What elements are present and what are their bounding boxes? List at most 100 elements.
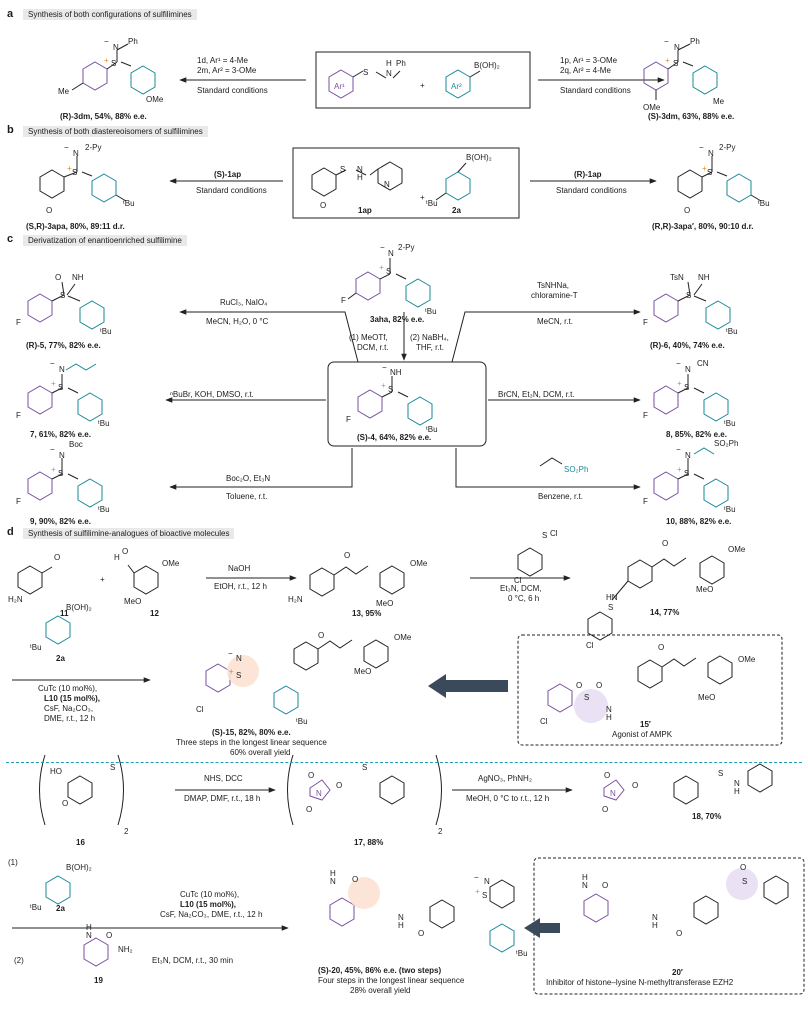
svg-text:O: O [320,201,326,210]
svg-text:+: + [51,465,56,474]
svg-text:MeO: MeO [696,585,713,594]
svg-text:Cl: Cl [550,529,558,538]
c-r9-cond2: Toluene, r.t. [226,492,268,501]
svg-text:+: + [475,887,480,896]
svg-text:HN: HN [606,593,618,602]
d-product-15-3: 60% overall yield [230,748,291,757]
svg-text:ᵗBu: ᵗBu [724,419,736,428]
svg-text:S: S [236,671,241,680]
d-product-20-1: (S)-20, 45%, 86% e.e. (two steps) [318,966,442,975]
svg-text:N: N [610,789,616,798]
d-reagent-2a: 2a [56,654,65,663]
svg-text:SO₂Ph: SO₂Ph [564,465,588,474]
c-center-box [327,361,487,447]
b-right-product: (R,R)-3apa′, 80%, 90:10 d.r. [652,222,754,231]
svg-text:O: O [344,551,350,560]
svg-text:S: S [718,769,723,778]
c-step2b: THF, r.t. [416,343,444,352]
svg-text:ᵗBu: ᵗBu [726,327,738,336]
svg-text:+: + [229,667,234,676]
svg-text:O: O [632,781,638,790]
svg-text:+: + [702,164,707,173]
svg-text:S: S [58,469,63,478]
d-r20-cond4: Et₃N, DCM, r.t., 30 min [152,956,234,965]
svg-text:S: S [673,59,678,68]
svg-text:O: O [106,931,112,940]
svg-text:ᵗBu: ᵗBu [100,327,112,336]
section-a-title: Synthesis of both configurations of sulf… [23,9,197,20]
svg-text:N: N [236,654,242,663]
svg-text:+: + [100,575,105,584]
svg-text:F: F [16,411,21,420]
svg-text:2: 2 [124,827,129,836]
svg-text:S: S [362,763,367,772]
svg-text:N: N [316,789,322,798]
svg-text:S: S [363,68,368,77]
a-left-cond1: 1d, Ar¹ = 4-Me [197,56,248,65]
d-dbox-15p [517,634,783,746]
svg-text:Cl: Cl [540,717,548,726]
d-r20-cond2: L10 (15 mol%), [180,900,237,909]
svg-text:N: N [685,451,691,460]
svg-text:CN: CN [697,359,709,368]
svg-text:F: F [16,497,21,506]
svg-text:H: H [357,173,363,182]
svg-text:O: O [684,206,690,215]
svg-text:Cl: Cl [586,641,594,650]
svg-text:S: S [72,168,77,177]
svg-text:Ph: Ph [128,37,138,46]
svg-text:O: O [596,681,602,690]
d-r18-cond2: MeOH, 0 °C to r.t., 12 h [466,794,550,803]
d-r15-cond4: DME, r.t., 12 h [44,714,96,723]
svg-text:H: H [86,923,92,932]
a-right-cond3: Standard conditions [560,86,631,95]
svg-text:O: O [308,771,314,780]
svg-text:ᵗBu: ᵗBu [426,425,438,434]
a-left-cond2: 2m, Ar² = 3-OMe [197,66,257,75]
b-sm2-label: 2a [452,206,461,215]
svg-text:NH: NH [72,273,84,282]
svg-text:O: O [122,547,128,556]
svg-text:O: O [352,875,358,884]
svg-text:N: N [484,877,490,886]
section-b-letter: b [7,124,14,136]
d-compound-11: 11 [60,609,69,618]
svg-text:ᵗBu: ᵗBu [296,717,308,726]
svg-text:H: H [114,553,120,562]
b-sm1-label: 1ap [358,206,372,215]
svg-text:H: H [386,59,392,68]
d-r15-cond1: CuTc (10 mol%), [38,684,98,693]
d-product-20-2: Four steps in the longest linear sequenc… [318,976,465,985]
section-c-letter: c [7,233,14,245]
c-r8-cond: BrCN, Et₃N, DCM, r.t. [498,390,575,399]
svg-text:S: S [111,59,116,68]
svg-text:MeO: MeO [354,667,371,676]
svg-text:ᵗBu: ᵗBu [98,419,110,428]
svg-text:B(OH)₂: B(OH)₂ [466,153,492,162]
d-product-15-1: (S)-15, 82%, 80% e.e. [212,728,291,737]
svg-text:ᵗBu: ᵗBu [516,949,528,958]
svg-text:O: O [318,631,324,640]
svg-text:H: H [606,713,612,722]
svg-text:S: S [60,291,65,300]
svg-text:Cl: Cl [514,576,522,585]
section-divider [6,762,802,763]
d-r17-cond1: NHS, DCC [204,774,243,783]
d-compound-15p-desc: Agonist of AMPK [612,730,673,739]
d-step1: (1) [8,858,18,867]
svg-text:N: N [357,165,363,174]
c-product-10: 10, 88%, 82% e.e. [666,517,732,526]
c-product-7: 7, 61%, 82% e.e. [30,430,91,439]
svg-text:N: N [708,149,714,158]
svg-text:O: O [418,929,424,938]
svg-text:OMe: OMe [643,103,661,112]
svg-text:−: − [699,143,704,152]
svg-text:N: N [674,43,680,52]
c-arrow-to-6 [451,309,641,363]
svg-text:H: H [734,787,740,796]
c-center-product: (S)-4, 64%, 82% e.e. [357,433,432,442]
b-left-product: (S,R)-3apa, 80%, 89:11 d.r. [26,222,125,231]
svg-text:N: N [582,881,588,890]
svg-text:N: N [398,913,404,922]
svg-text:OMe: OMe [162,559,180,568]
